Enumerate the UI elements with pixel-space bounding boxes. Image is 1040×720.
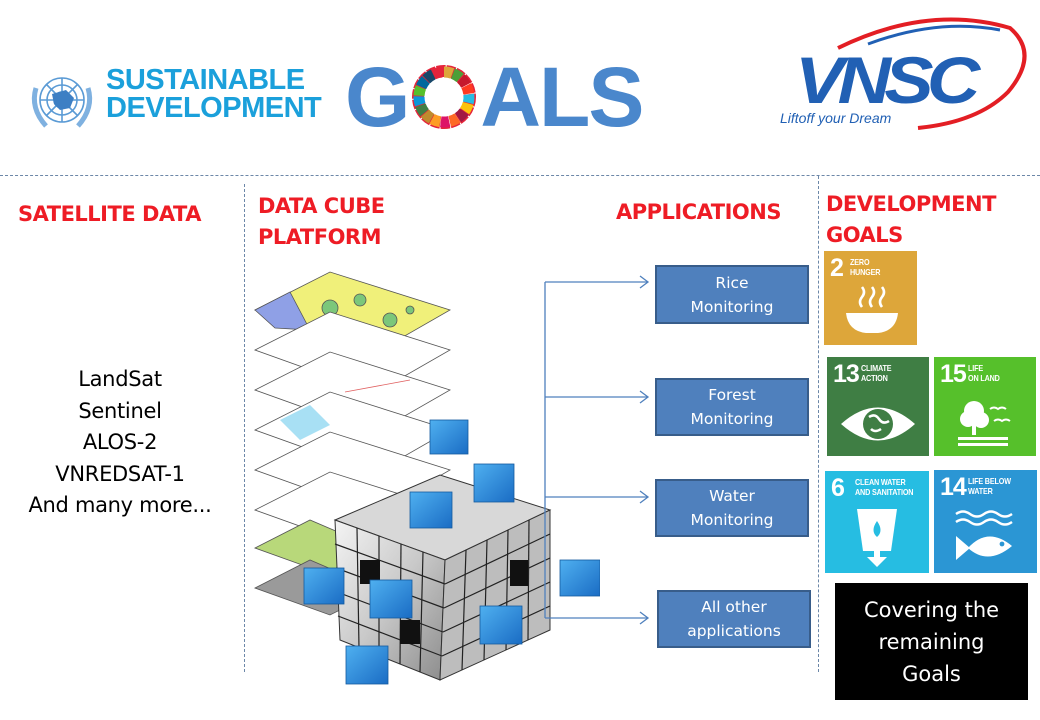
satellite-item: And many more... xyxy=(28,493,212,517)
vnsc-swoosh-icon xyxy=(837,17,1027,130)
eye-globe-icon xyxy=(841,407,915,441)
app-label-line-2: Monitoring xyxy=(690,297,774,316)
app-forest-monitoring[interactable]: Forest Monitoring xyxy=(655,378,809,436)
sdg-color-wheel-icon xyxy=(412,65,477,129)
development-goals-heading-line-1: DEVELOPMENT xyxy=(826,192,996,216)
un-emblem-icon xyxy=(26,68,98,136)
applications-heading: APPLICATIONS xyxy=(616,200,781,224)
data-cube-heading: DATA CUBE PLATFORM xyxy=(258,191,385,253)
satellite-data-heading: SATELLITE DATA xyxy=(18,202,201,226)
fish-waves-icon xyxy=(955,510,1013,560)
sdg-tile-climate-action: 13 CLIMATE ACTION xyxy=(827,357,929,456)
column-divider-right xyxy=(818,176,819,672)
satellite-item: Sentinel xyxy=(78,398,162,423)
sdg-number: 15 xyxy=(940,360,967,388)
app-label-line-1: Rice xyxy=(715,273,749,292)
data-cube-heading-line-2: PLATFORM xyxy=(258,225,381,249)
sdg-label: ZERO HUNGER xyxy=(850,257,881,277)
sdg-number: 6 xyxy=(831,474,845,502)
sdg-number: 2 xyxy=(830,254,844,282)
remaining-line-3: Goals xyxy=(902,661,961,686)
satellite-item: LandSat xyxy=(78,367,162,391)
data-cube-illustration xyxy=(253,271,600,685)
tree-birds-icon xyxy=(958,401,1011,446)
vnsc-tagline: Liftoff your Dream xyxy=(780,110,892,126)
sdg-label: CLIMATE ACTION xyxy=(861,363,892,383)
sdg-line-1: SUSTAINABLE xyxy=(106,64,305,96)
remaining-line-1: Covering the xyxy=(863,597,1000,622)
app-all-other[interactable]: All other applications xyxy=(657,590,811,648)
column-divider-left xyxy=(244,184,245,672)
app-label-line-1: Water xyxy=(709,487,755,505)
sdg-line-2: DEVELOPMENT xyxy=(106,92,322,124)
app-label-line-2: Monitoring xyxy=(690,410,774,428)
app-label-line-1: Forest xyxy=(708,386,756,404)
goals-letter-g: G xyxy=(345,49,410,144)
app-rice-monitoring[interactable]: Rice Monitoring xyxy=(655,265,809,324)
sdg-number: 13 xyxy=(833,360,860,388)
app-label-line-1: All other xyxy=(701,598,767,616)
satellite-item: ALOS-2 xyxy=(82,430,158,454)
sdg-tile-life-below-water: 14 LIFE BELOW WATER xyxy=(934,470,1037,573)
data-cube-heading-line-1: DATA CUBE xyxy=(258,194,385,218)
sdg-tile-zero-hunger: 2 ZERO HUNGER xyxy=(824,251,917,345)
app-water-monitoring[interactable]: Water Monitoring xyxy=(655,479,809,537)
app-label-line-2: applications xyxy=(687,622,781,640)
sdg-label: LIFE ON LAND xyxy=(968,363,1000,383)
bowl-icon xyxy=(846,286,898,333)
app-label-line-2: Monitoring xyxy=(690,511,774,529)
development-goals-heading: DEVELOPMENT GOALS xyxy=(826,189,996,251)
sdg-logo-text: SUSTAINABLE DEVELOPMENT xyxy=(106,64,322,124)
sdg-label: LIFE BELOW WATER xyxy=(968,476,1011,496)
development-goals-heading-line-2: GOALS xyxy=(826,223,903,247)
satellite-item: VNREDSAT-1 xyxy=(55,461,185,486)
sdg-label: CLEAN WATER AND SANITATION xyxy=(855,477,914,497)
goals-wordmark: G ALS xyxy=(345,50,644,144)
satellite-list: LandSat Sentinel ALOS-2 VNREDSAT-1 And m… xyxy=(0,364,240,522)
sdg-tile-life-on-land: 15 LIFE ON LAND xyxy=(934,357,1036,456)
remaining-goals-box: Covering the remaining Goals xyxy=(835,583,1028,700)
header-divider xyxy=(0,175,1040,176)
sdg-tile-clean-water: 6 CLEAN WATER AND SANITATION xyxy=(825,471,929,573)
remaining-line-2: remaining xyxy=(878,629,985,654)
application-connectors xyxy=(544,275,650,625)
goals-letters-als: ALS xyxy=(480,49,644,144)
water-glass-icon xyxy=(857,509,897,567)
sdg-number: 14 xyxy=(940,473,967,501)
vnsc-logo-text: VNSC xyxy=(795,43,980,117)
